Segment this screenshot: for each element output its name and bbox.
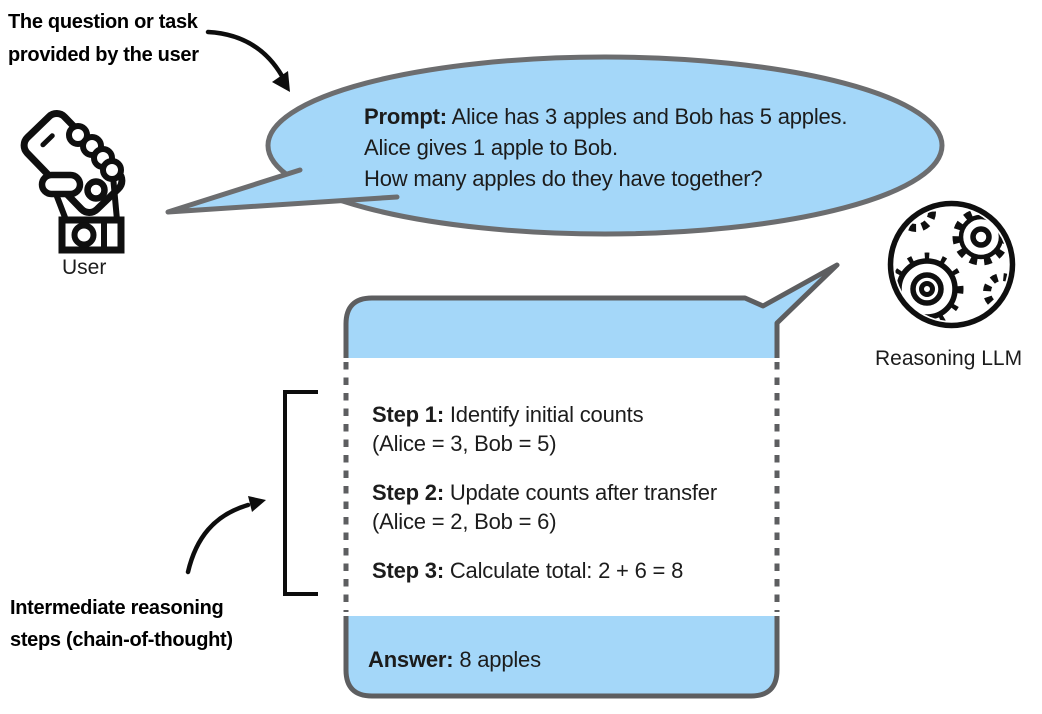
step-1-label: Step 1: [372, 402, 444, 427]
step-1-detail: (Alice = 3, Bob = 5) [372, 431, 557, 456]
prompt-label: Prompt: [364, 104, 447, 129]
user-label: User [62, 256, 107, 279]
speech-tail [165, 167, 400, 215]
prompt-line2: Alice gives 1 apple to Bob. [364, 135, 618, 160]
bottom-annotation-line2: steps (chain-of-thought) [10, 629, 233, 651]
step-1-line1: Step 1: Identify initial counts [372, 402, 644, 427]
cot-bracket [283, 390, 318, 596]
prompt-bubble-ellipse [265, 54, 945, 237]
arrow-to-bracket [185, 496, 266, 575]
step-2-line1: Step 2: Update counts after transfer [372, 480, 717, 505]
top-annotation-line2: provided by the user [8, 44, 199, 66]
step-2-detail: (Alice = 2, Bob = 6) [372, 509, 557, 534]
prompt-line1: Prompt: Alice has 3 apples and Bob has 5… [364, 104, 848, 129]
step-2-label: Step 2: [372, 480, 444, 505]
step-2: Step 2: Update counts after transfer (Al… [372, 478, 717, 536]
bottom-annotation: Intermediate reasoning steps (chain-of-t… [10, 592, 233, 656]
arrow-to-bubble [205, 29, 290, 92]
answer-text: Answer: 8 apples [368, 647, 541, 672]
top-annotation: The question or task provided by the use… [8, 6, 199, 72]
response-footer-fill [349, 623, 774, 663]
top-annotation-line1: The question or task [8, 11, 198, 33]
prompt-text: Prompt: Alice has 3 apples and Bob has 5… [364, 101, 904, 194]
llm-label: Reasoning LLM [875, 347, 1023, 370]
gears-circle-icon [887, 200, 1016, 329]
step-3: Step 3: Calculate total: 2 + 6 = 8 [372, 556, 683, 585]
prompt-line3: How many apples do they have together? [364, 166, 763, 191]
hand-holding-phone-icon [20, 110, 126, 254]
answer-label: Answer: [368, 647, 454, 672]
response-header [343, 262, 840, 358]
step-3-line1: Step 3: Calculate total: 2 + 6 = 8 [372, 558, 684, 583]
step-3-label: Step 3: [372, 558, 444, 583]
step-1: Step 1: Identify initial counts (Alice =… [372, 400, 644, 458]
bottom-annotation-line1: Intermediate reasoning [10, 597, 224, 619]
prompt-bubble-shape [165, 54, 945, 237]
